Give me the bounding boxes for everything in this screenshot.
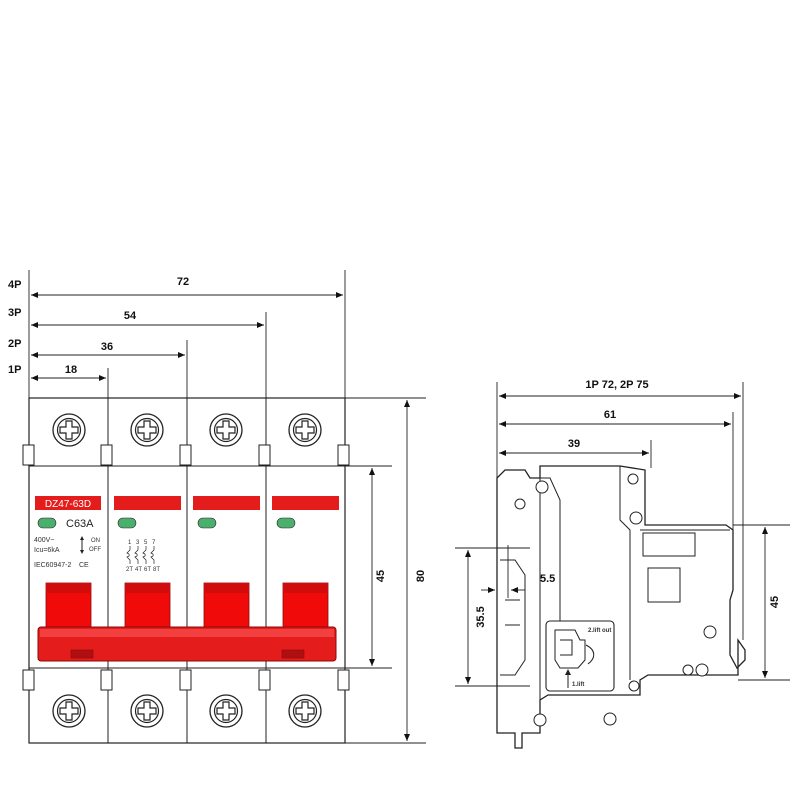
svg-text:3: 3 bbox=[136, 540, 140, 546]
depth-61-label: 61 bbox=[604, 409, 616, 421]
lift-out-label: 2.lift out bbox=[588, 628, 611, 634]
icu-label: Icu=6kA bbox=[34, 547, 60, 554]
off-label: OFF bbox=[89, 547, 101, 553]
height-dimensions bbox=[345, 397, 426, 744]
pole-label-4p: 4P bbox=[8, 279, 21, 291]
side-height-45-label: 45 bbox=[769, 596, 781, 608]
side-view: 1P 72, 2P 75 61 39 bbox=[455, 379, 790, 749]
width-dimensions bbox=[31, 292, 343, 381]
svg-text:6T: 6T bbox=[144, 567, 151, 573]
svg-text:8T: 8T bbox=[153, 567, 160, 573]
terminal-screw-icon bbox=[52, 413, 86, 447]
depth-extension-lines bbox=[496, 382, 744, 640]
pole-label-3p: 3P bbox=[8, 307, 21, 319]
side-holes bbox=[514, 473, 717, 727]
on-label: ON bbox=[91, 538, 100, 544]
label-strip bbox=[114, 496, 181, 510]
rail-dimensions bbox=[455, 545, 530, 687]
label-strip bbox=[272, 496, 339, 510]
depth-total-label: 1P 72, 2P 75 bbox=[585, 379, 648, 391]
pole-label-1p: 1P bbox=[8, 364, 21, 376]
lift-out-inset bbox=[545, 620, 615, 692]
extension-lines bbox=[28, 270, 346, 398]
model-label: DZ47-63D bbox=[45, 499, 91, 510]
ce-mark: CE bbox=[79, 562, 89, 569]
rating-label: C63A bbox=[66, 518, 94, 530]
status-indicator bbox=[197, 517, 217, 529]
svg-text:1: 1 bbox=[128, 540, 132, 546]
terminal-screw-icon bbox=[209, 694, 243, 728]
depth-dimensions bbox=[499, 393, 741, 456]
window bbox=[647, 567, 681, 603]
terminal-screw-icon bbox=[288, 413, 322, 447]
label-strip bbox=[193, 496, 260, 510]
lift-label: 1.lift bbox=[572, 682, 584, 688]
svg-text:2T: 2T bbox=[126, 567, 133, 573]
terminal-screw-icon bbox=[130, 694, 164, 728]
rail-offset-label: 5.5 bbox=[540, 573, 555, 585]
width-18-label: 18 bbox=[65, 364, 77, 376]
terminal-screw-icon bbox=[288, 694, 322, 728]
depth-39-label: 39 bbox=[568, 438, 580, 450]
voltage-label: 400V~ bbox=[34, 537, 54, 544]
height-80-label: 80 bbox=[415, 570, 427, 582]
standard-label: IEC60947-2 bbox=[34, 562, 71, 569]
wiring-diagram: 1 3 5 7 2T 4T 6T 8T bbox=[126, 540, 160, 573]
width-72-label: 72 bbox=[177, 276, 189, 288]
side-inner-lines bbox=[500, 466, 730, 700]
side-housing bbox=[496, 465, 746, 749]
handle-slot bbox=[642, 532, 696, 557]
terminal-slots bbox=[22, 444, 350, 691]
status-indicator bbox=[276, 517, 296, 529]
height-45-label: 45 bbox=[375, 570, 387, 582]
svg-text:5: 5 bbox=[144, 540, 148, 546]
svg-text:7: 7 bbox=[152, 540, 156, 546]
side-height-dimension bbox=[733, 524, 790, 681]
terminal-screw-icon bbox=[209, 413, 243, 447]
terminal-screw-icon bbox=[130, 413, 164, 447]
pole-label-2p: 2P bbox=[8, 338, 21, 350]
width-36-label: 36 bbox=[101, 341, 113, 353]
on-off-arrow-icon bbox=[80, 536, 84, 554]
width-54-label: 54 bbox=[124, 310, 137, 322]
status-indicator bbox=[117, 517, 137, 529]
model-label-strip bbox=[35, 496, 101, 510]
svg-text:4T: 4T bbox=[135, 567, 142, 573]
terminal-screw-icon bbox=[52, 694, 86, 728]
handles bbox=[45, 582, 329, 631]
status-indicator bbox=[37, 517, 57, 529]
front-view: 4P 3P 2P 1P 72 54 36 18 bbox=[8, 270, 427, 744]
rail-height-label: 35.5 bbox=[475, 606, 487, 627]
